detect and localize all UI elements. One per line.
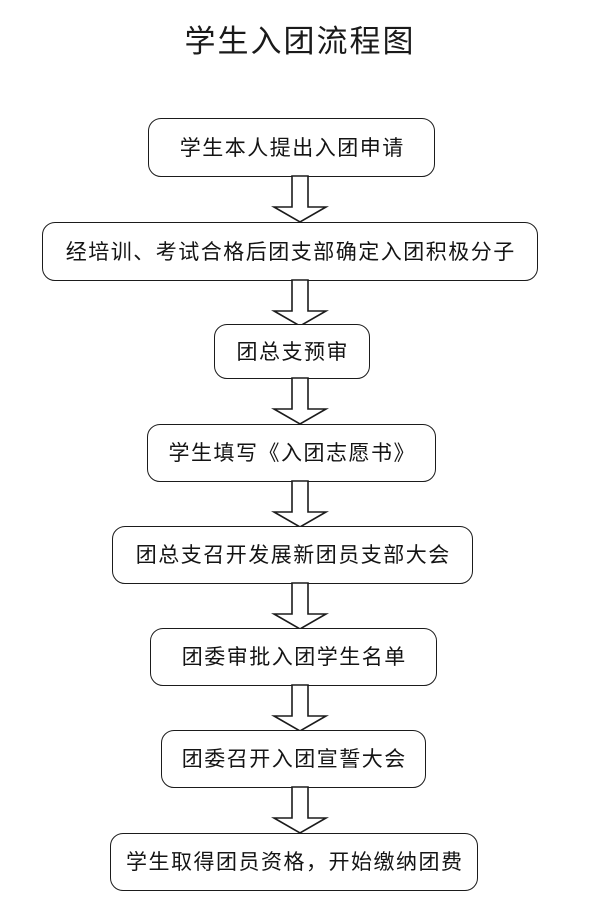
down-arrow-icon [271, 480, 329, 528]
flow-node-step-3: 团总支预审 [214, 324, 370, 379]
down-arrow-icon [271, 582, 329, 630]
down-arrow-icon [271, 175, 329, 223]
flow-connector-arrow-4 [271, 480, 329, 528]
flow-node-step-2: 经培训、考试合格后团支部确定入团积极分子 [42, 222, 538, 281]
page-title: 学生入团流程图 [184, 24, 416, 60]
flow-node-step-1: 学生本人提出入团申请 [148, 118, 435, 177]
down-arrow-icon [271, 684, 329, 732]
down-arrow-icon [271, 377, 329, 425]
flow-node-label: 团总支预审 [236, 339, 349, 364]
flow-connector-arrow-6 [271, 684, 329, 732]
flow-connector-arrow-3 [271, 377, 329, 425]
flow-connector-arrow-2 [271, 279, 329, 327]
flow-node-label: 学生取得团员资格，开始缴纳团费 [126, 850, 464, 874]
flow-node-label: 学生填写《入团志愿书》 [168, 441, 416, 465]
flow-node-step-5: 团总支召开发展新团员支部大会 [112, 526, 473, 584]
flow-connector-arrow-7 [271, 786, 329, 834]
flow-node-step-8: 学生取得团员资格，开始缴纳团费 [110, 833, 478, 891]
flow-node-label: 团总支召开发展新团员支部大会 [135, 543, 451, 567]
down-arrow-icon [271, 279, 329, 327]
flow-node-label: 经培训、考试合格后团支部确定入团积极分子 [65, 239, 516, 264]
flow-connector-arrow-5 [271, 582, 329, 630]
flow-node-label: 团委召开入团宣誓大会 [181, 747, 407, 771]
flow-node-step-4: 学生填写《入团志愿书》 [147, 424, 436, 482]
flow-node-step-7: 团委召开入团宣誓大会 [161, 730, 426, 788]
flow-node-label: 学生本人提出入团申请 [179, 135, 405, 160]
flow-node-step-6: 团委审批入团学生名单 [150, 628, 437, 686]
down-arrow-icon [271, 786, 329, 834]
flow-connector-arrow-1 [271, 175, 329, 223]
flow-node-label: 团委审批入团学生名单 [181, 645, 407, 669]
